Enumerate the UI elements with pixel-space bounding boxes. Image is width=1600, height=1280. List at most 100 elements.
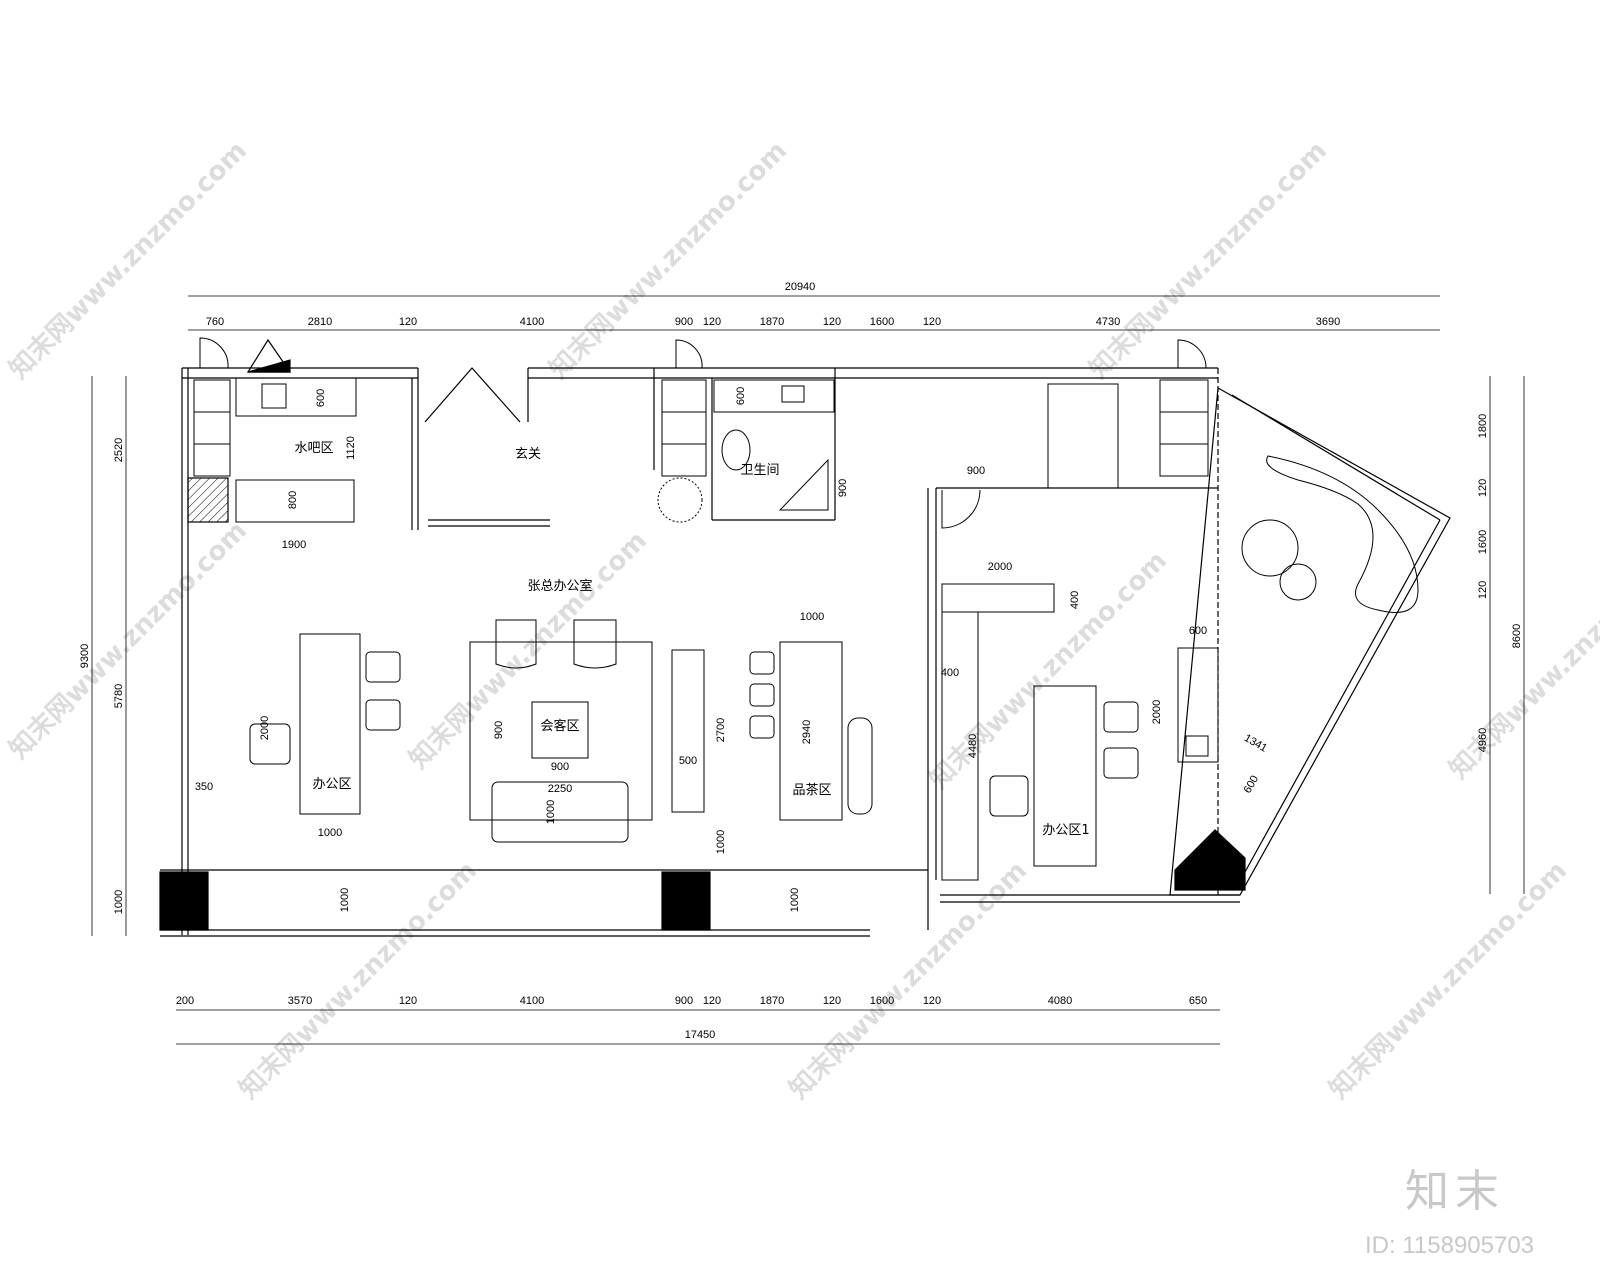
label-water-bar: 水吧区 [294,441,333,456]
dim-top-seg-7: 1870 [760,316,784,328]
armchair-left [495,619,537,669]
dim-right-seg-2: 120 [1477,479,1489,497]
column-right [1174,829,1246,891]
tea-bench [847,717,873,815]
dim-top-seg-3: 120 [399,316,417,328]
watermark-text-3: 知末网www.znzmo.com [1084,136,1333,385]
hatched-column [187,477,229,523]
dim-top-seg-5: 900 [675,316,693,328]
tea-stool-3 [749,715,775,739]
dim-r-2000: 2000 [988,561,1012,573]
watermark-text-9: 知末网www.znzmo.com [784,856,1033,1105]
water-counter-bottom [235,479,355,523]
dim-bot-seg-7: 1870 [760,995,784,1007]
reception-rug [469,641,653,821]
entrance-double-door [424,367,521,423]
dim-win-1000-a: 1000 [339,888,351,912]
watermark-text-10: 知末网www.znzmo.com [1324,856,1573,1105]
round-table-1 [1241,519,1299,577]
dim-water-600: 600 [315,389,327,407]
dim-left-seg-3: 1000 [113,890,125,914]
water-sink [261,383,287,409]
watermark-text-2: 知末网www.znzmo.com [544,136,793,385]
image-id: ID: 1158905703 [1365,1232,1535,1259]
dim-bot-seg-9: 1600 [870,995,894,1007]
dim-bot-seg-4: 4100 [520,995,544,1007]
dim-r-400-a: 400 [1069,591,1081,609]
wall-angled-bay [1169,387,1451,896]
tea-stool-1 [749,651,775,675]
dim-wc-900: 900 [837,479,849,497]
dim-right-seg-1: 1800 [1477,414,1489,438]
dim-bot-seg-10: 120 [923,995,941,1007]
wall-cabinet-right [941,611,979,881]
dim-bot-seg-5: 900 [675,995,693,1007]
furniture [193,377,1419,881]
dim-wall-350: 350 [195,781,213,793]
dim-top-seg-10: 120 [923,316,941,328]
cabinet-mid-1 [661,379,707,413]
dim-r-1341: 1341 [1242,732,1269,755]
dim-tea-1000: 1000 [800,611,824,623]
dim-r-900: 900 [967,465,985,477]
toilet [721,429,751,471]
dim-water-1120: 1120 [345,436,357,460]
dim-right-total: 8600 [1511,624,1523,648]
dim-bot-seg-6: 120 [703,995,721,1007]
dim-r-600: 600 [1189,625,1207,637]
dim-cab-2700: 2700 [715,718,727,742]
storage-cabinet [671,649,705,813]
dim-tea-2940: 2940 [801,720,813,744]
dim-bot-seg-3: 120 [399,995,417,1007]
dimension-labels: 20940 760 2810 120 4100 900 120 1870 120… [79,281,1523,1041]
dim-cab-500: 500 [679,755,697,767]
dim-coffee-900-v: 900 [493,721,505,739]
dim-top-seg-8: 120 [823,316,841,328]
office-chair-2 [365,699,401,731]
room-labels: 水吧区 玄关 卫生间 张总办公室 办公区 会客区 品茶区 办公区1 [294,441,1089,838]
label-tea-area: 品茶区 [792,782,831,798]
dim-water-800: 800 [287,491,299,509]
dim-r-600-b: 600 [1242,774,1262,796]
water-counter-top [235,377,357,417]
dim-top-seg-4: 4100 [520,316,544,328]
dim-top-seg-11: 4730 [1096,316,1120,328]
dim-win-1000-b: 1000 [789,888,801,912]
tea-stool-2 [749,683,775,707]
armchair-right [573,619,617,669]
cabinet-left-3 [193,443,231,477]
dim-left-seg-1: 2520 [113,438,125,462]
label-boss-office: 张总办公室 [527,578,592,594]
dim-r-4480: 4480 [967,734,979,758]
brand-logo: 知末 [1405,1166,1505,1217]
dim-top-total: 20940 [785,281,816,293]
watermark-text-7: 知末网www.znzmo.com [1444,536,1600,785]
cabinet-right-2 [1159,411,1209,445]
dim-right-seg-4: 120 [1477,581,1489,599]
dimension-lines [91,295,1525,1045]
wc-basin [781,385,805,403]
office-desk [299,633,361,815]
dim-left-seg-2: 5780 [113,684,125,708]
office-chair-1 [365,651,401,683]
cabinet-right-3 [1159,443,1209,477]
dim-desk-1000: 1000 [318,827,342,839]
cabinet-left-1 [193,379,231,413]
round-table-2 [1279,563,1317,601]
cabinet-mid-3 [661,443,707,477]
column-left [159,871,209,931]
staircase [1047,383,1119,489]
potted-plant [657,477,703,523]
dim-r-400-b: 400 [941,667,959,679]
dim-cab-1000: 1000 [715,830,727,854]
dim-bot-seg-12: 650 [1189,995,1207,1007]
dim-top-seg-2: 2810 [308,316,332,328]
office-chair-main [249,723,291,765]
office1-chair-2 [1103,747,1139,779]
dim-top-seg-9: 1600 [870,316,894,328]
tea-table [779,641,843,821]
label-office-area-1: 办公区1 [1042,823,1089,838]
door-stair [941,489,981,529]
dim-top-seg-6: 120 [703,316,721,328]
label-entrance: 玄关 [515,447,541,462]
